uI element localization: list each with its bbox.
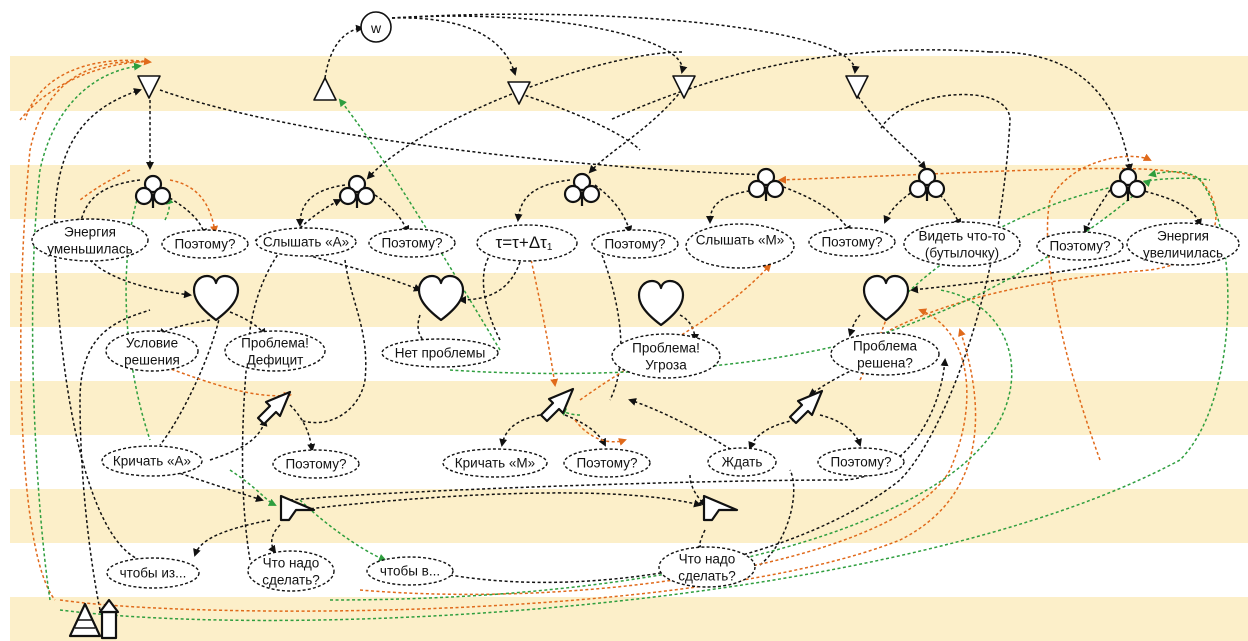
node-shout-a: Кричать «А»	[101, 445, 203, 477]
stripe-6	[10, 597, 1248, 641]
node-label-line1: Условие	[126, 336, 178, 351]
node-therefore-4: Поэтому?	[808, 227, 896, 257]
down-triangle-icon	[137, 75, 161, 99]
node-what-to-do-1: Что надо сделать?	[247, 550, 335, 592]
arrow-icon	[788, 389, 824, 425]
stripe-1	[10, 56, 1248, 111]
tower-icon	[68, 598, 120, 640]
down-triangle-icon	[507, 81, 531, 105]
node-label-line1: Что надо	[679, 552, 736, 567]
node-label-line1: Видеть что-то	[918, 229, 1005, 244]
node-solution-condition: Условие решения	[105, 330, 199, 372]
up-triangle-icon	[313, 77, 337, 101]
node-therefore-6: Поэтому?	[272, 449, 360, 479]
node-therefore-1: Поэтому?	[161, 229, 249, 259]
node-label-line2: решения	[124, 353, 180, 368]
node-label-line1: Энергия	[64, 225, 116, 240]
node-label: Ждать	[722, 455, 763, 470]
node-label: Слышать «М»	[696, 233, 785, 248]
node-hear-a: Слышать «А»	[255, 227, 357, 257]
down-triangle-icon	[845, 75, 869, 99]
arrow-icon	[256, 390, 292, 426]
node-problem-threat: Проблема! Угроза	[611, 333, 721, 379]
node-label-line1: Проблема!	[241, 336, 309, 351]
node-label-line2: увеличилась	[1143, 246, 1223, 261]
node-wait: Ждать	[707, 447, 777, 477]
node-so-that-from: чтобы из...	[106, 557, 200, 589]
node-label-line2: сделать?	[262, 573, 320, 588]
node-energy-up: Энергия увеличилась	[1126, 222, 1240, 266]
node-therefore-2: Поэтому?	[368, 228, 456, 258]
node-energy-down: Энергия уменьшилась	[31, 218, 149, 262]
node-therefore-5: Поэтому?	[1036, 231, 1124, 261]
node-therefore-8: Поэтому?	[817, 447, 905, 477]
node-label: Слышать «А»	[263, 235, 349, 250]
node-see-bottle: Видеть что-то (бутылочку)	[903, 221, 1021, 267]
node-label-line1: Проблема	[853, 339, 918, 354]
node-label: τ=τ+Δτ1	[496, 233, 553, 253]
heart-icon	[862, 274, 910, 322]
node-label: Поэтому?	[604, 237, 665, 252]
node-no-problem: Нет проблемы	[381, 338, 499, 368]
node-problem-deficit: Проблема! Дефицит	[224, 330, 326, 372]
arrow-icon	[539, 387, 575, 423]
clover-icon	[563, 172, 601, 206]
node-label-line2: Дефицит	[247, 353, 304, 368]
node-tau: τ=τ+Δτ1	[476, 224, 578, 262]
flag-icon	[702, 494, 739, 522]
node-therefore-7: Поэтому?	[563, 448, 651, 478]
heart-icon	[417, 274, 465, 322]
w-label: w	[370, 20, 382, 36]
node-label: Поэтому?	[576, 456, 637, 471]
node-hear-m: Слышать «М»	[685, 223, 795, 269]
node-label: чтобы в...	[380, 564, 440, 579]
node-label: Нет проблемы	[395, 346, 486, 361]
node-shout-m: Кричать «М»	[442, 448, 548, 478]
node-label: Поэтому?	[174, 237, 235, 252]
node-label-line2: (бутылочку)	[925, 246, 999, 261]
node-label-line2: решена?	[857, 356, 913, 371]
flag-icon	[279, 494, 316, 522]
node-label: чтобы из...	[120, 566, 187, 581]
node-so-that-in: чтобы в...	[366, 556, 454, 586]
w-circle-icon: w	[360, 11, 392, 43]
clover-icon	[134, 174, 172, 208]
stripe-5	[10, 489, 1248, 543]
node-what-to-do-2: Что надо сделать?	[658, 546, 756, 588]
node-label-line2: уменьшилась	[47, 242, 132, 257]
stripe-2	[10, 165, 1248, 219]
edges-orange	[19, 57, 1217, 612]
node-label-line1: Проблема!	[632, 341, 700, 356]
clover-icon	[338, 174, 376, 208]
node-label: Поэтому?	[1049, 239, 1110, 254]
node-label-line2: Угроза	[645, 358, 687, 373]
heart-icon	[637, 279, 685, 327]
node-therefore-3: Поэтому?	[591, 229, 679, 259]
heart-icon	[192, 274, 240, 322]
background-stripes	[10, 56, 1248, 641]
node-label: Поэтому?	[381, 236, 442, 251]
node-label-line1: Энергия	[1157, 229, 1209, 244]
node-label: Кричать «А»	[113, 454, 191, 469]
node-label: Поэтому?	[830, 455, 891, 470]
stripe-4	[10, 381, 1248, 435]
node-problem-solved: Проблема решена?	[830, 332, 940, 376]
clover-icon	[1109, 167, 1147, 201]
node-label: Поэтому?	[285, 457, 346, 472]
node-label-line1: Что надо	[263, 556, 320, 571]
down-triangle-icon	[672, 75, 696, 99]
clover-icon	[908, 167, 946, 201]
clover-icon	[747, 167, 785, 201]
node-label: Кричать «М»	[455, 456, 535, 471]
edges-black	[53, 13, 1202, 611]
node-label-line2: сделать?	[678, 569, 736, 584]
node-label: Поэтому?	[821, 235, 882, 250]
